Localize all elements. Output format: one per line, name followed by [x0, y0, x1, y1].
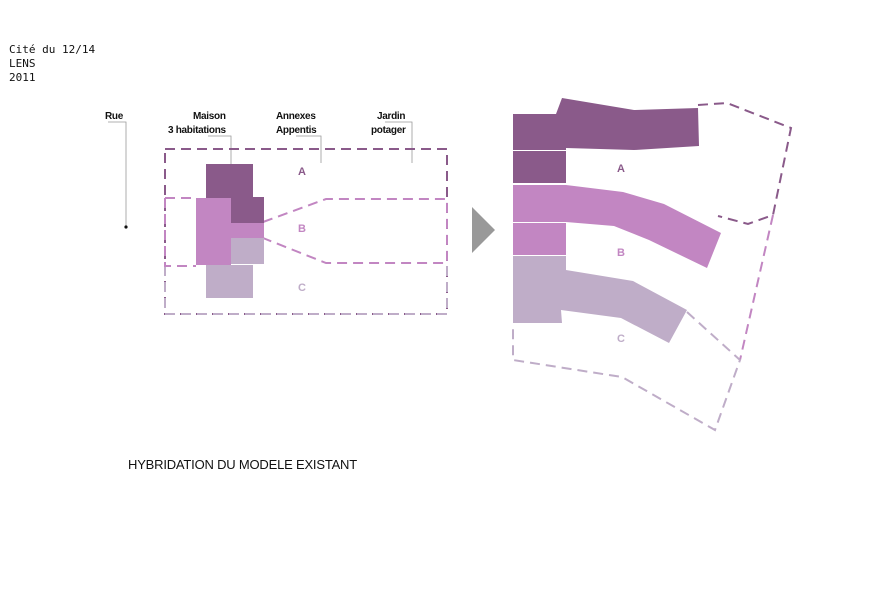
house-b-bottom	[196, 231, 231, 265]
zone-label-c-left: C	[298, 282, 306, 294]
house-c-main	[206, 265, 253, 298]
zone-label-a-left: A	[298, 166, 306, 178]
transformation-arrow-icon	[472, 207, 495, 253]
hybrid-house-b-bottom	[513, 223, 566, 255]
house-b-top	[196, 198, 231, 231]
label-maison: Maison	[193, 111, 226, 122]
hybrid-parcel-a	[697, 101, 793, 226]
label-potager: potager	[371, 125, 406, 136]
label-rue: Rue	[105, 111, 124, 122]
header-year: 2011	[9, 71, 36, 84]
rue-point	[124, 225, 128, 229]
leader-maison	[208, 135, 232, 166]
parcel-outline-b-right	[262, 198, 448, 264]
hybrid-house-c	[513, 256, 687, 343]
project-header: Cité du 12/14 LENS 2011	[9, 43, 95, 85]
zone-label-a-right: A	[617, 163, 625, 175]
label-jardin: Jardin	[377, 111, 405, 122]
hybrid-model	[512, 98, 793, 432]
label-maison-sub: 3 habitations	[168, 125, 227, 136]
house-c-annex	[231, 238, 264, 264]
parcel-outline-c	[164, 266, 448, 315]
zone-label-b-left: B	[298, 223, 306, 235]
hybrid-house-a-top	[513, 98, 699, 150]
diagram-caption: HYBRIDATION DU MODELE EXISTANT	[128, 457, 357, 472]
hybrid-house-a-bottom	[513, 151, 566, 183]
zone-label-b-right: B	[617, 247, 625, 259]
house-a-annex	[231, 197, 264, 223]
hybrid-parcel-b-edge	[739, 214, 774, 361]
parcel-outline-b-left	[164, 198, 196, 267]
hybrid-parcel-c	[512, 311, 742, 432]
zone-label-c-right: C	[617, 333, 625, 345]
house-a-main	[206, 164, 253, 199]
existing-model	[108, 121, 448, 315]
header-site-name: Cité du 12/14	[9, 43, 96, 56]
label-annexes: Annexes	[276, 111, 316, 122]
house-b-annex	[231, 223, 264, 238]
header-city: LENS	[9, 57, 36, 70]
hybrid-house-b-top	[513, 185, 721, 268]
label-appentis: Appentis	[276, 125, 317, 136]
leader-rue	[108, 121, 127, 227]
leader-annexes	[296, 135, 322, 163]
